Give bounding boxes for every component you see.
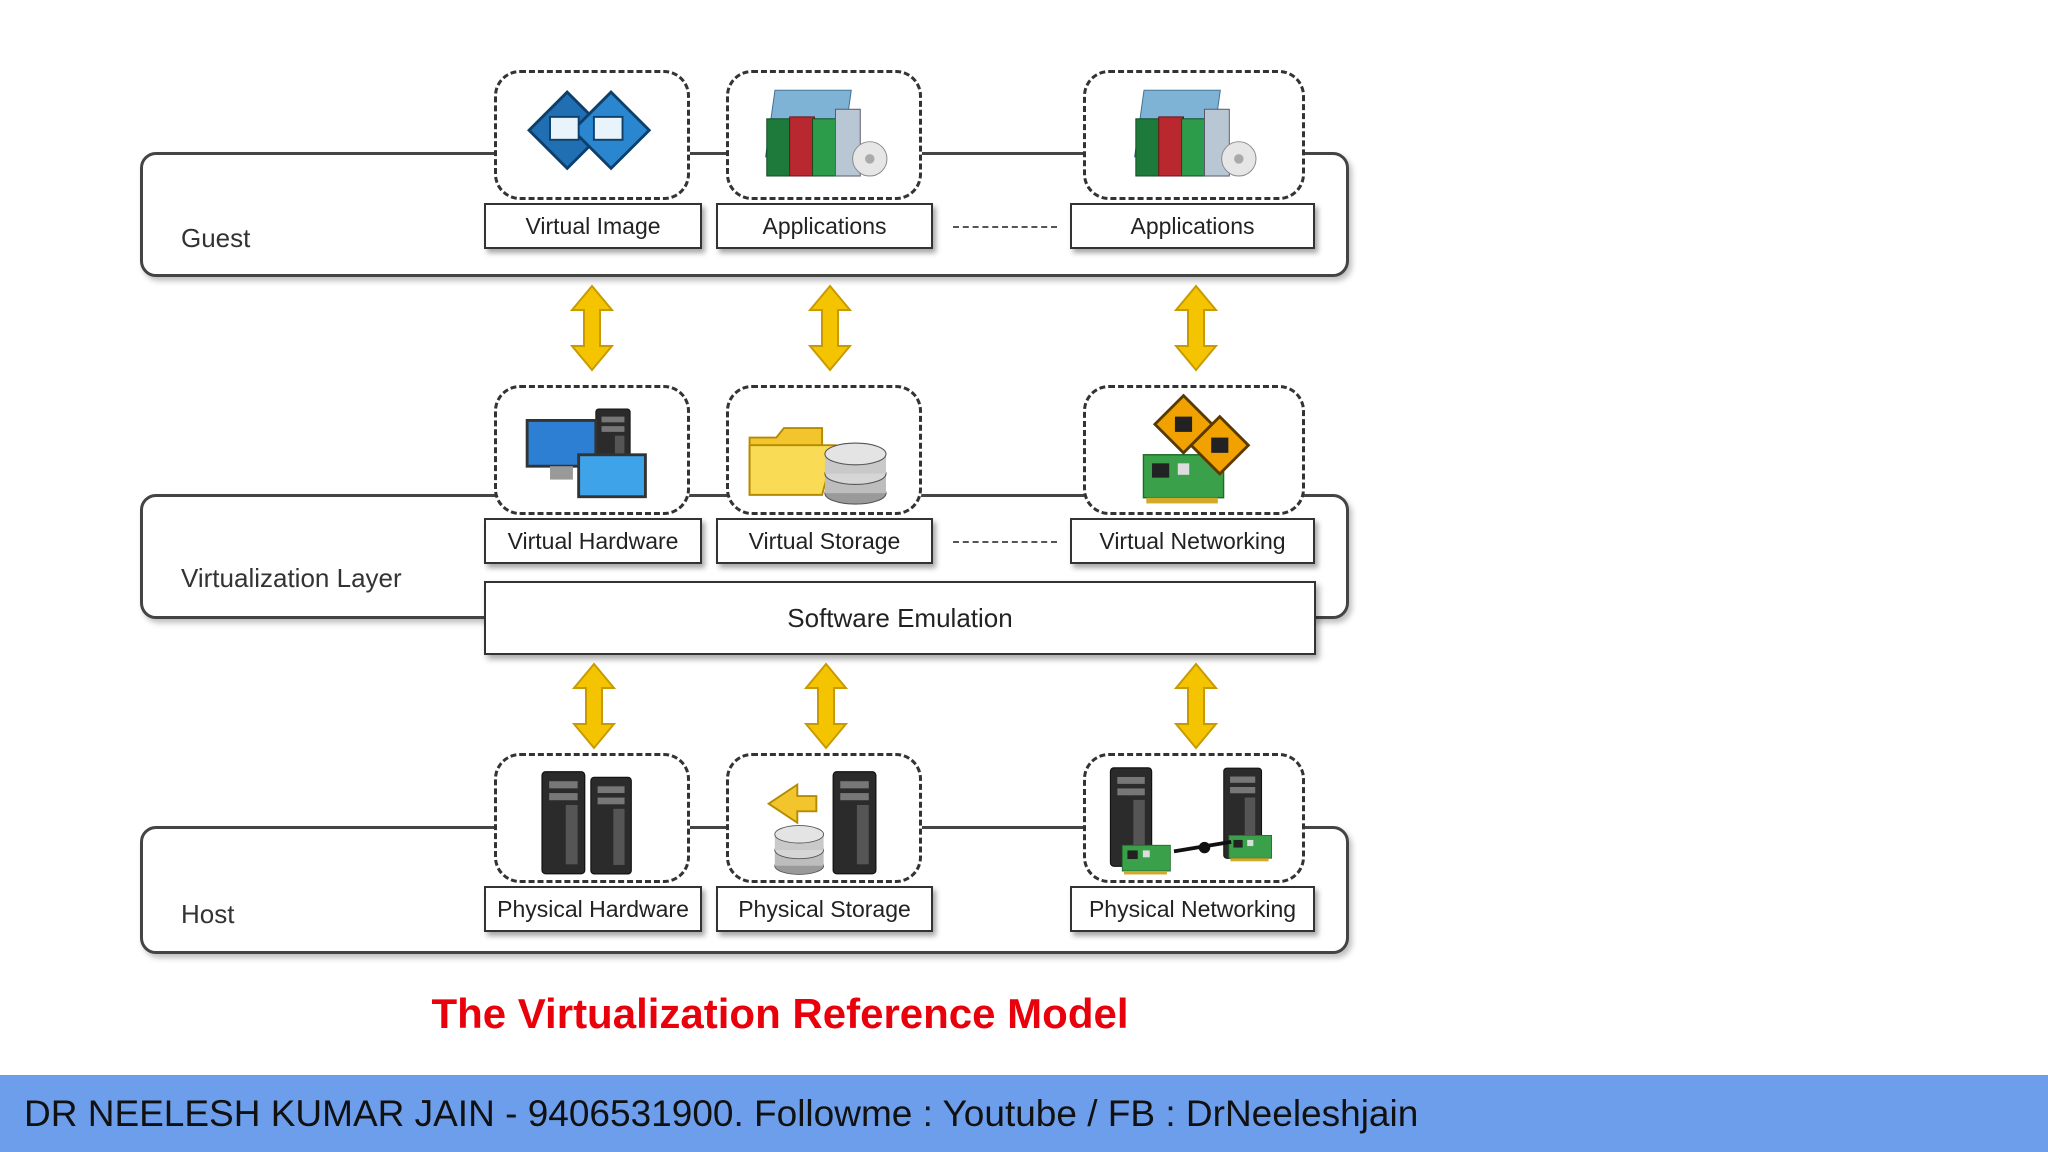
virtual-hardware-label: Virtual Hardware (484, 518, 702, 564)
applications-label: Applications (1070, 203, 1315, 249)
guest-layer-label: Guest (181, 223, 251, 253)
virtual-networking-label: Virtual Networking (1070, 518, 1315, 564)
physical-hardware-icon (494, 753, 690, 883)
virtual-hardware-icon (494, 385, 690, 515)
separator-dots (953, 541, 1057, 543)
virtual-storage-icon (726, 385, 922, 515)
host-layer-label: Host (181, 899, 235, 929)
diagram-caption: The Virtualization Reference Model (431, 990, 1129, 1037)
footer-banner: DR NEELESH KUMAR JAIN - 9406531900. Foll… (0, 1075, 2048, 1152)
virtualization-layer-label: Virtualization Layer (181, 563, 402, 593)
separator-dots (953, 226, 1057, 228)
physical-storage-label: Physical Storage (716, 886, 933, 932)
physical-networking-icon (1083, 753, 1305, 883)
applications-icon (1083, 70, 1305, 200)
virtual-image-label: Virtual Image (484, 203, 702, 249)
virtual-image-icon (494, 70, 690, 200)
bidirectional-arrow-icon (1175, 663, 1217, 749)
bidirectional-arrow-icon (573, 663, 615, 749)
physical-networking-label: Physical Networking (1070, 886, 1315, 932)
bidirectional-arrow-icon (571, 285, 613, 371)
bidirectional-arrow-icon (809, 285, 851, 371)
physical-hardware-label: Physical Hardware (484, 886, 702, 932)
virtual-storage-label: Virtual Storage (716, 518, 933, 564)
virtual-networking-icon (1083, 385, 1305, 515)
applications-icon (726, 70, 922, 200)
physical-storage-icon (726, 753, 922, 883)
applications-label: Applications (716, 203, 933, 249)
software-emulation-box: Software Emulation (484, 581, 1316, 655)
footer-text: DR NEELESH KUMAR JAIN - 9406531900. Foll… (24, 1092, 1419, 1134)
bidirectional-arrow-icon (805, 663, 847, 749)
bidirectional-arrow-icon (1175, 285, 1217, 371)
